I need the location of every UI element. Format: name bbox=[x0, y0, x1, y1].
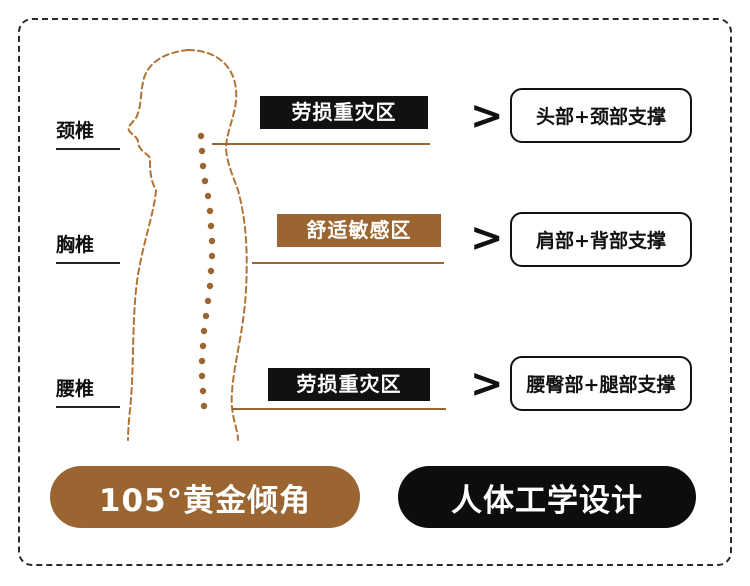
spine-label-text: 胸椎 bbox=[56, 234, 95, 256]
spine-label-thoracic: 胸椎 bbox=[56, 230, 120, 264]
support-text: 腰臀部+腿部支撑 bbox=[526, 374, 676, 396]
spine-label-cervical: 颈椎 bbox=[56, 116, 120, 150]
zone-line-thoracic bbox=[252, 262, 444, 264]
support-box-lumbar: 腰臀部+腿部支撑 bbox=[510, 356, 692, 411]
angle-badge-text: 105°黄金倾角 bbox=[98, 482, 312, 519]
design-badge-text: 人体工学设计 bbox=[451, 482, 643, 519]
label-underline bbox=[56, 406, 120, 408]
arrow-right-icon: > bbox=[470, 361, 504, 407]
support-box-thoracic: 肩部+背部支撑 bbox=[510, 212, 692, 267]
spine-label-text: 腰椎 bbox=[56, 378, 95, 400]
zone-tag-thoracic: 舒适敏感区 bbox=[277, 214, 441, 247]
arrow-right-icon: > bbox=[470, 215, 504, 261]
angle-badge: 105°黄金倾角 bbox=[50, 466, 360, 528]
label-underline bbox=[56, 262, 120, 264]
spine-label-lumbar: 腰椎 bbox=[56, 374, 120, 408]
dashed-frame bbox=[18, 18, 732, 566]
zone-line-cervical bbox=[212, 143, 430, 145]
zone-tag-cervical: 劳损重灾区 bbox=[260, 96, 428, 129]
spine-label-text: 颈椎 bbox=[56, 120, 95, 142]
label-underline bbox=[56, 148, 120, 150]
arrow-right-icon: > bbox=[470, 93, 504, 139]
support-box-cervical: 头部+颈部支撑 bbox=[510, 88, 692, 143]
design-badge: 人体工学设计 bbox=[398, 466, 696, 528]
zone-line-lumbar bbox=[232, 408, 446, 410]
support-text: 头部+颈部支撑 bbox=[536, 106, 666, 128]
zone-tag-lumbar: 劳损重灾区 bbox=[268, 368, 430, 401]
support-text: 肩部+背部支撑 bbox=[536, 230, 666, 252]
